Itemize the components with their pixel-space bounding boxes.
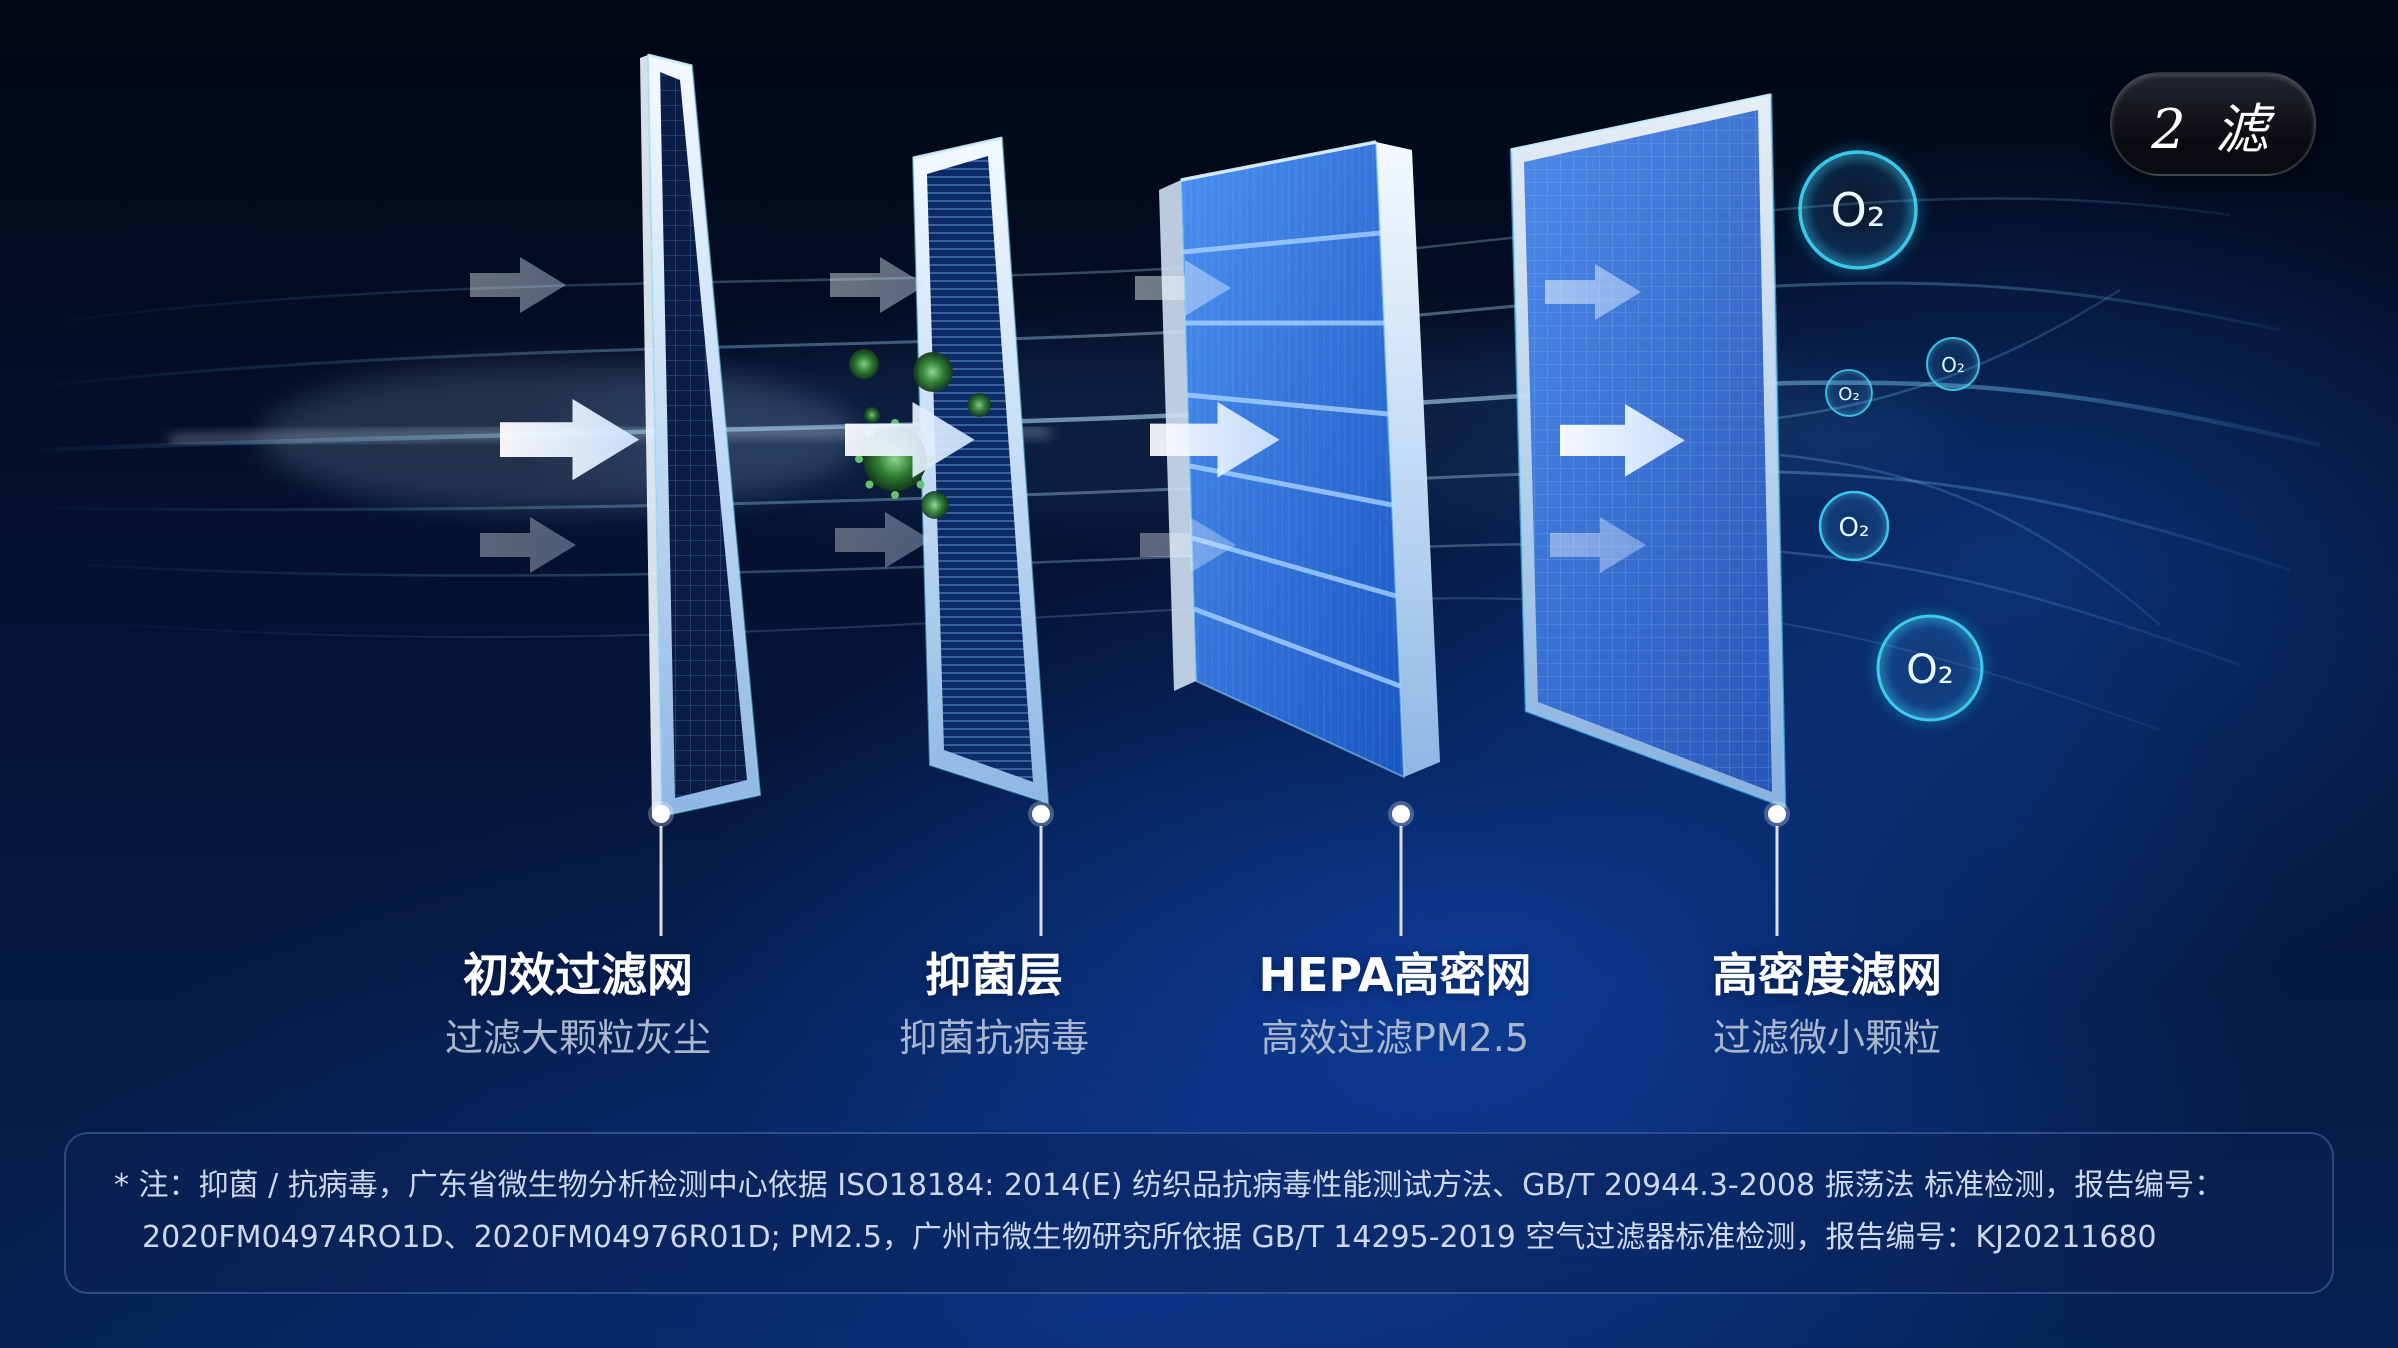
filter-panel-prefilter (640, 53, 762, 818)
filter-label-antibacterial: 抑菌层 抑菌抗病毒 (899, 948, 1089, 1062)
filter-title: 抑菌层 (924, 948, 1063, 1002)
filter-label-hepa: HEPA高密网 高效过滤PM2.5 (1258, 948, 1531, 1062)
o2-label: O₂ (1838, 384, 1859, 405)
o2-bubble: O₂ (1818, 490, 1890, 562)
filter-subtitle: 过滤大颗粒灰尘 (444, 1016, 712, 1060)
badge-2-filters: 2 滤 (2110, 72, 2316, 176)
o2-label: O₂ (1906, 647, 1954, 693)
filter-panel-antibacterial (911, 136, 1050, 805)
filter-subtitle: 过滤微小颗粒 (1712, 1016, 1941, 1060)
filter-label-high-density: 高密度滤网 过滤微小颗粒 (1712, 948, 1942, 1062)
filter-title: HEPA高密网 (1258, 948, 1532, 1002)
arrow-icon (480, 517, 576, 573)
o2-label: O₂ (1839, 513, 1870, 543)
o2-bubble: O₂ (1825, 369, 1873, 417)
o2-bubbles: O₂ O₂ O₂ O₂ O₂ (1795, 147, 1986, 724)
note-box: * 注：抑菌 / 抗病毒，广东省微生物分析检测中心依据 ISO18184: 20… (64, 1132, 2334, 1294)
badge-label: 2 滤 (2151, 97, 2275, 161)
o2-bubble: O₂ (1795, 147, 1921, 273)
filter-panel-hepa (1159, 140, 1440, 779)
note-line-2: 2020FM04974RO1D、2020FM04976R01D; PM2.5，广… (142, 1220, 2157, 1255)
o2-bubble: O₂ (1926, 337, 1980, 391)
o2-label: O₂ (1831, 183, 1886, 237)
leader-lines (648, 801, 1790, 936)
filter-title: 高密度滤网 (1712, 948, 1942, 1002)
arrow-icon (835, 512, 931, 568)
filter-label-prefilter: 初效过滤网 过滤大颗粒灰尘 (445, 948, 711, 1062)
filter-title: 初效过滤网 (462, 948, 693, 1002)
o2-bubble: O₂ (1874, 612, 1986, 724)
filter-subtitle: 高效过滤PM2.5 (1260, 1016, 1530, 1060)
arrow-icon (830, 257, 926, 313)
note-line-1: * 注：抑菌 / 抗病毒，广东省微生物分析检测中心依据 ISO18184: 20… (114, 1168, 2225, 1203)
filter-subtitle: 抑菌抗病毒 (898, 1016, 1090, 1060)
o2-label: O₂ (1941, 353, 1965, 377)
arrow-icon (470, 257, 566, 313)
virus-particles (849, 349, 991, 519)
